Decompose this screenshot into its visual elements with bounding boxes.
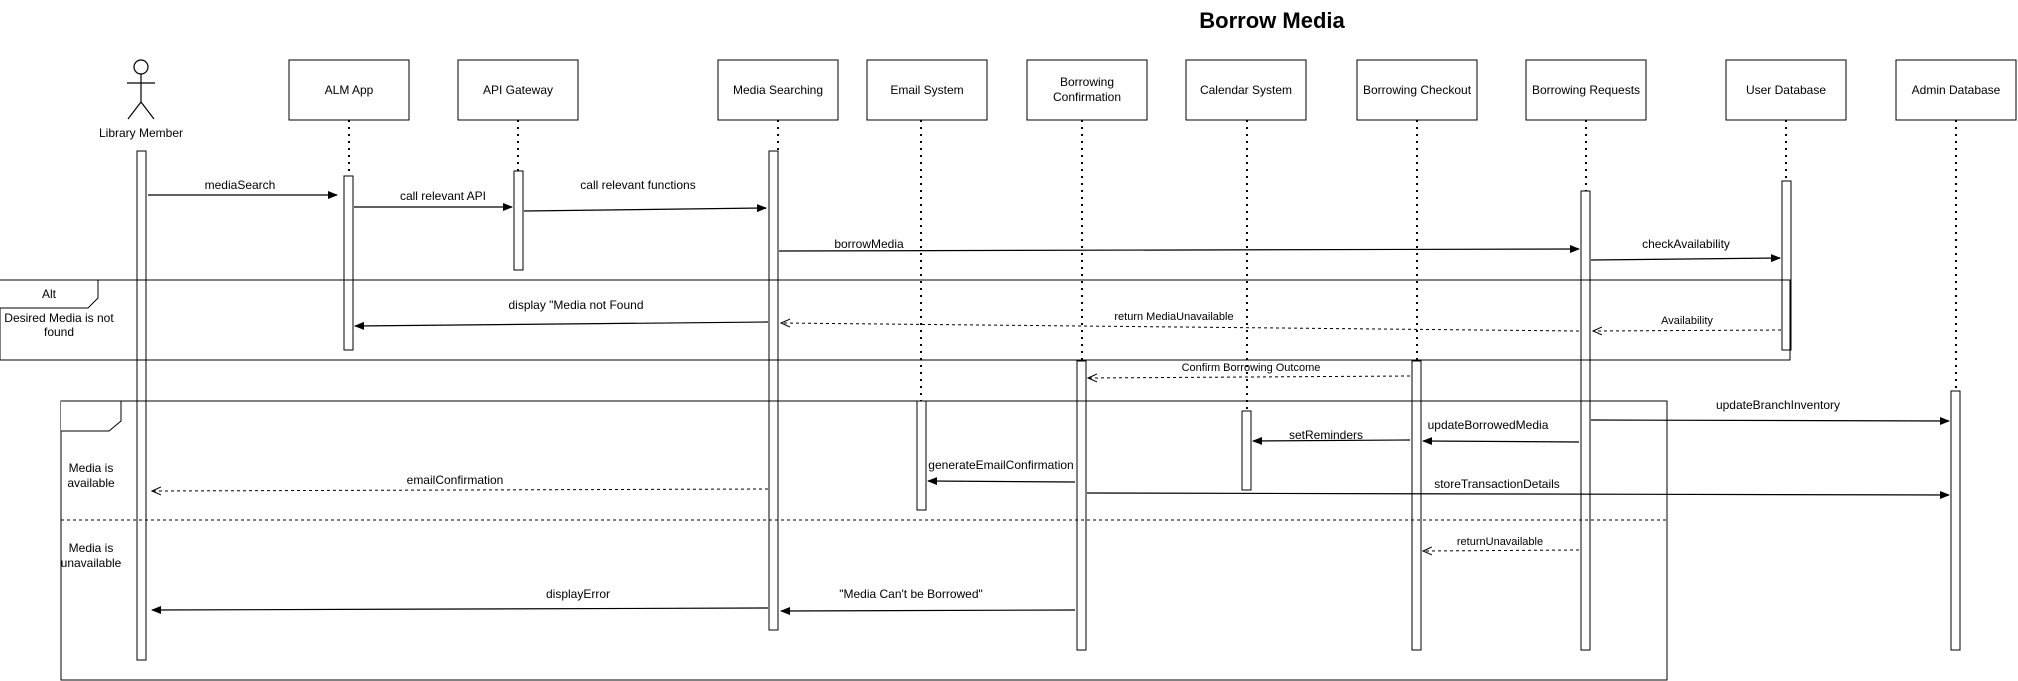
participant-label: Calendar System (1200, 83, 1292, 97)
message-label: call relevant API (400, 189, 486, 203)
message-media-search: mediaSearch (148, 178, 338, 199)
message-label: "Media Can't be Borrowed" (839, 587, 983, 601)
participant-calendar-system: Calendar System (1185, 59, 1307, 121)
unavailable-guard-line2: unavailable (61, 556, 122, 570)
participant-label: ALM App (325, 83, 374, 97)
message-confirm-borrowing-outcome: Confirm Borrowing Outcome (1088, 362, 1411, 378)
alt-operator-label: Alt (42, 287, 57, 301)
participant-label: API Gateway (483, 83, 553, 97)
alt-frame-availability: Media is available Media is unavailable (60, 400, 1668, 681)
participant-label: User Database (1746, 83, 1826, 97)
messages: mediaSearch call relevant API call relev… (148, 178, 1950, 615)
unavailable-guard-line1: Media is (69, 541, 114, 555)
message-label: Availability (1661, 315, 1713, 327)
participant-box (866, 59, 988, 121)
activation-bars (136, 150, 1961, 661)
message-label: updateBranchInventory (1716, 398, 1840, 412)
stick-figure-icon (127, 59, 155, 120)
message-return-media-unavailable: return MediaUnavailable (781, 311, 1580, 332)
message-label: Confirm Borrowing Outcome (1182, 362, 1321, 374)
participant-box (1356, 59, 1478, 121)
message-borrow-media: borrowMedia (778, 237, 1580, 254)
message-label: generateEmailConfirmation (928, 458, 1073, 472)
activation-borrowing-confirmation (1076, 360, 1087, 651)
message-call-relevant-api: call relevant API (354, 189, 513, 211)
message-label: returnUnavailable (1457, 536, 1543, 548)
participant-admin-database: Admin Database (1895, 59, 2017, 121)
availability-operator-tab (61, 400, 122, 432)
message-label: displayError (546, 587, 610, 601)
alt-guard-line2: found (44, 325, 74, 339)
message-generate-email-confirmation: generateEmailConfirmation (927, 458, 1076, 486)
participant-label: Email System (890, 83, 963, 97)
message-call-relevant-functions: call relevant functions (523, 178, 767, 213)
activation-media-searching (768, 150, 779, 631)
participant-borrowing-checkout: Borrowing Checkout (1356, 59, 1478, 121)
participant-label-line1: Borrowing (1060, 75, 1114, 89)
message-display-not-found: display "Media not Found (354, 298, 769, 330)
message-media-cant-be-borrowed: "Media Can't be Borrowed" (780, 587, 1076, 615)
alt-operator-tab (0, 279, 99, 309)
participant-borrowing-confirmation: Borrowing Confirmation (1026, 59, 1148, 121)
activation-borrowing-checkout (1411, 360, 1422, 651)
message-set-reminders: setReminders (1252, 428, 1411, 445)
message-label: setReminders (1289, 428, 1363, 442)
participant-box (457, 59, 579, 121)
message-label: emailConfirmation (407, 473, 504, 487)
message-label: checkAvailability (1642, 237, 1730, 251)
participant-api-gateway: API Gateway (457, 59, 579, 121)
participant-box (288, 59, 410, 121)
message-check-availability: checkAvailability (1590, 237, 1781, 263)
activation-library-member (136, 150, 147, 661)
message-label: borrowMedia (834, 237, 904, 251)
message-label: call relevant functions (580, 178, 695, 192)
activation-api-gateway (513, 170, 524, 271)
message-label: return MediaUnavailable (1114, 311, 1233, 323)
participant-borrowing-requests: Borrowing Requests (1525, 59, 1647, 121)
activation-email-system (916, 400, 927, 511)
available-guard-line1: Media is (69, 461, 114, 475)
participant-label-line2: Confirmation (1053, 90, 1121, 104)
message-label: display "Media not Found (508, 298, 643, 312)
availability-frame-border (60, 400, 1668, 681)
participant-media-searching: Media Searching (717, 59, 839, 121)
alt-guard-line1: Desired Media is not (4, 311, 114, 325)
activation-borrowing-requests (1580, 190, 1591, 651)
participant-box (717, 59, 839, 121)
actor-library-member: Library Member (99, 59, 183, 140)
message-availability: Availability (1593, 315, 1782, 331)
message-label: updateBorrowedMedia (1428, 418, 1549, 432)
participant-label: Media Searching (733, 83, 823, 97)
participant-box (1895, 59, 2017, 121)
message-label: storeTransactionDetails (1434, 477, 1560, 491)
participant-user-database: User Database (1725, 59, 1847, 121)
available-guard-line2: available (67, 476, 115, 490)
activation-user-database (1781, 180, 1792, 351)
actor-label: Library Member (99, 126, 183, 140)
participant-label: Borrowing Checkout (1363, 83, 1472, 97)
activation-calendar-system (1241, 410, 1252, 491)
participant-box (1026, 59, 1148, 121)
message-label: mediaSearch (205, 178, 276, 192)
participant-label: Borrowing Requests (1532, 83, 1640, 97)
alt-frame-border (0, 279, 1791, 361)
alt-frame-not-found: Alt Desired Media is not found (0, 279, 1791, 361)
message-store-transaction-details: storeTransactionDetails (1086, 477, 1950, 499)
participant-label: Admin Database (1912, 83, 2001, 97)
message-update-branch-inventory: updateBranchInventory (1590, 398, 1950, 425)
activation-alm-app (343, 175, 354, 351)
message-return-unavailable: returnUnavailable (1423, 536, 1580, 551)
participant-email-system: Email System (866, 59, 988, 121)
participant-box (1185, 59, 1307, 121)
message-update-borrowed-media: updateBorrowedMedia (1422, 418, 1580, 446)
message-display-error: displayError (151, 587, 769, 614)
message-email-confirmation: emailConfirmation (152, 473, 769, 491)
diagram-title: Borrow Media (1199, 8, 1345, 33)
lifelines (348, 120, 1957, 411)
activation-admin-database (1950, 390, 1961, 651)
participant-alm-app: ALM App (288, 59, 410, 121)
